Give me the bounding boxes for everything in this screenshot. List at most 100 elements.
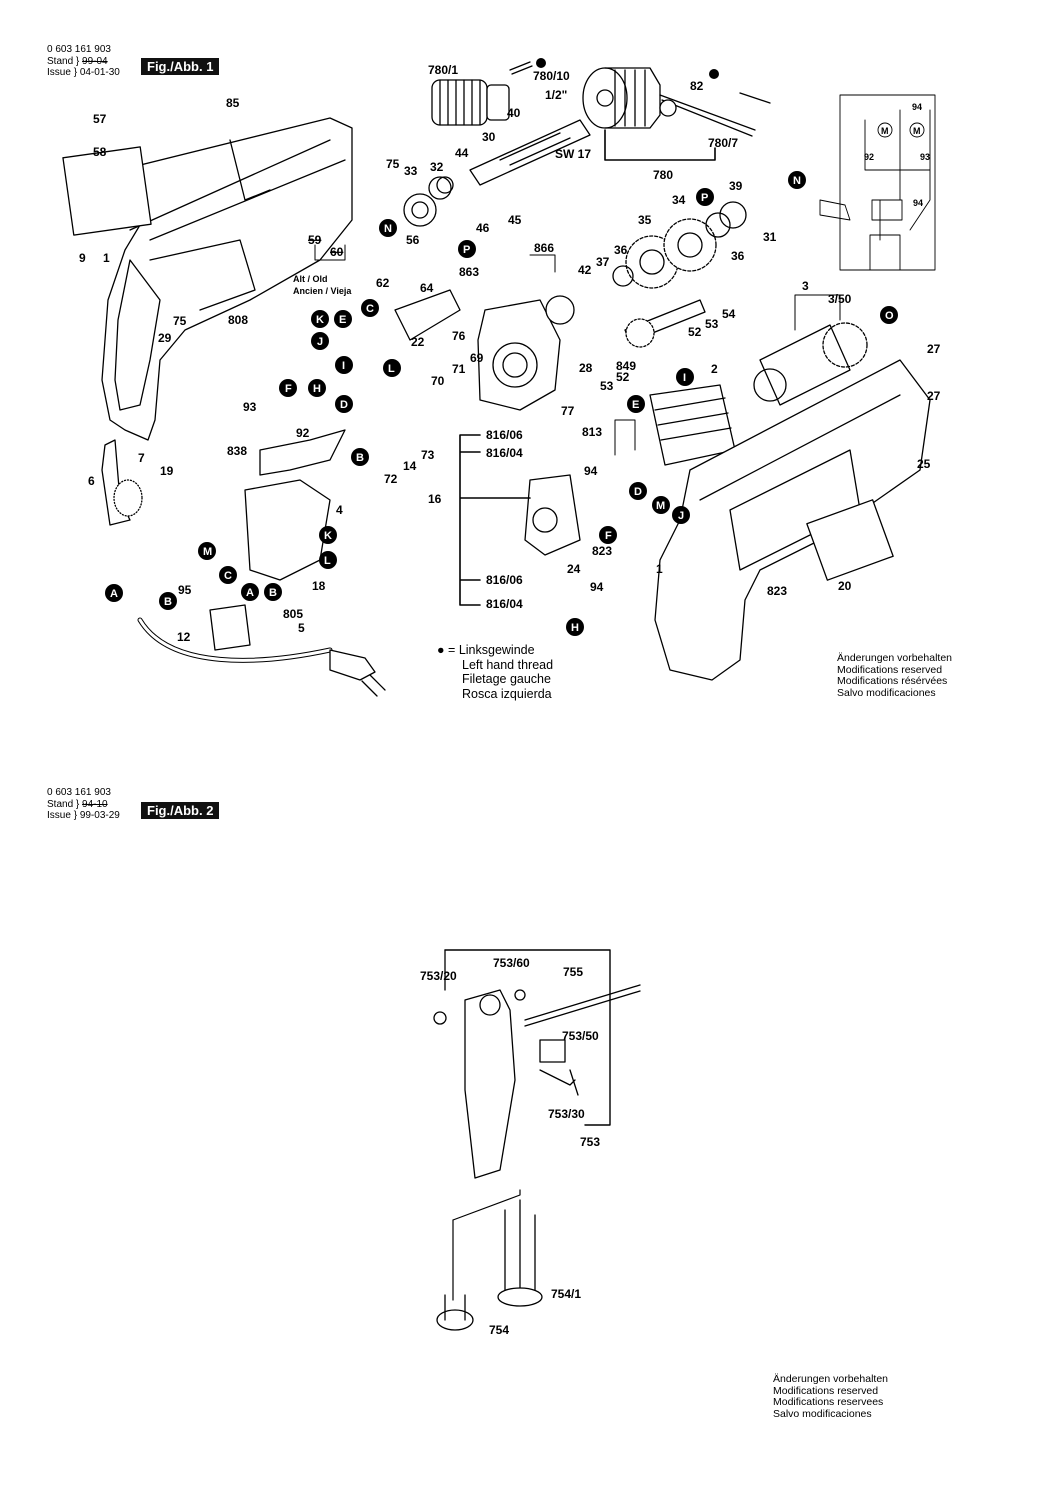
part-76: 76 <box>452 329 466 343</box>
callout-J-2: J <box>672 506 690 524</box>
issue-brace: } <box>73 67 78 78</box>
ring-39 <box>719 201 747 229</box>
callout-P-1: P <box>458 240 476 258</box>
trigger-838 <box>259 429 346 476</box>
svg-text:K: K <box>316 314 324 326</box>
part-94: 94 <box>584 464 598 478</box>
electronic-module-22 <box>394 289 461 341</box>
stand2-label: Stand <box>47 799 74 810</box>
housing-right-shell <box>654 359 931 681</box>
stand2-value: 94-10 <box>82 799 108 810</box>
side-handle-753 <box>433 949 641 1179</box>
callout-B-2: B <box>264 583 282 601</box>
part-753-50: 753/50 <box>562 1029 599 1043</box>
label-plate-9 <box>62 146 152 236</box>
part-849: 849 <box>616 359 636 373</box>
legend-line-1: ● = Linksgewinde <box>437 643 553 658</box>
chuck-screw-780-10 <box>509 61 533 75</box>
part-863: 863 <box>459 265 479 279</box>
part-93: 93 <box>243 400 257 414</box>
callout-D-1: E <box>334 310 352 328</box>
wiring-motor-1: M <box>881 126 889 136</box>
switch-4 <box>244 479 331 581</box>
header-stand: Stand } 99-04 <box>47 56 108 67</box>
auxiliary-handle-6 <box>101 439 131 526</box>
part-35: 35 <box>638 213 652 227</box>
svg-text:E: E <box>339 314 346 326</box>
reserved2-en: Modifications reserved <box>773 1384 879 1397</box>
part-20: 20 <box>838 579 852 593</box>
svg-text:N: N <box>793 175 801 187</box>
header-issue: Issue } 04-01-30 <box>47 67 120 78</box>
wiring-92: 92 <box>864 152 874 162</box>
housing-left-handle-inner <box>114 259 161 411</box>
svg-text:I: I <box>342 360 345 372</box>
part-753: 753 <box>580 1135 600 1149</box>
svg-text:B: B <box>269 587 277 599</box>
svg-text:B: B <box>164 596 172 608</box>
part-52b: 52 <box>688 325 702 339</box>
part-45: 45 <box>508 213 522 227</box>
part-33: 33 <box>404 164 418 178</box>
part-805: 805 <box>283 607 303 621</box>
part-816-06: 816/06 <box>486 428 523 442</box>
ring-36b <box>612 265 634 287</box>
part-59: 59 <box>308 233 322 247</box>
svg-text:D: D <box>340 399 348 411</box>
figure-2-label: Fig./Abb. 2 <box>141 802 220 819</box>
part-54: 54 <box>722 307 736 321</box>
callout-E-2: D <box>629 482 647 500</box>
brush-holder-16 <box>524 474 581 556</box>
leader-813 <box>614 419 636 456</box>
reserved1-es: Salvo modificaciones <box>837 686 936 699</box>
wiring-94-side: 94 <box>913 198 923 208</box>
stand-brace: } <box>75 56 80 67</box>
part-46: 46 <box>476 221 490 235</box>
stator-813 <box>649 384 736 466</box>
part-57: 57 <box>93 112 107 126</box>
part-838: 838 <box>227 444 247 458</box>
chuck-780 <box>582 67 661 129</box>
legend-text-1: = Linksgewinde <box>448 643 535 657</box>
callout-M-1: M <box>198 542 216 560</box>
alt-old-label-2: Ancien / Vieja <box>293 286 352 296</box>
part-27b: 27 <box>927 389 941 403</box>
armature-3 <box>753 322 868 406</box>
svg-text:I: I <box>683 372 686 384</box>
reserved2-de: Änderungen vorbehalten <box>773 1373 889 1385</box>
modifications-reserved-2: Änderungen vorbehalten Modifications res… <box>773 1373 889 1420</box>
left-thread-dot-1 <box>536 58 546 68</box>
reserved1-en: Modifications reserved <box>837 663 943 676</box>
callout-I-2: I <box>676 368 694 386</box>
left-thread-dot-2 <box>709 69 719 79</box>
header2-stand: Stand } 94-10 <box>47 799 108 810</box>
callout-O-2: N <box>788 171 806 189</box>
label-plate-20 <box>806 499 894 581</box>
part-71: 71 <box>452 362 466 376</box>
part-58: 58 <box>93 145 107 159</box>
svg-text:L: L <box>388 363 395 375</box>
part-92: 92 <box>296 426 310 440</box>
svg-text:J: J <box>317 336 323 348</box>
issue2-value: 99-03-29 <box>79 810 120 821</box>
part-56: 56 <box>406 233 420 247</box>
part-77: 77 <box>561 404 575 418</box>
part-32: 32 <box>430 160 444 174</box>
gear-34 <box>663 218 717 272</box>
leader-59-60 <box>314 244 346 261</box>
header-doc-number: 0 603 161 903 <box>47 44 111 55</box>
part-64: 64 <box>420 281 434 295</box>
svg-text:E: E <box>632 399 639 411</box>
wiring-94-top: 94 <box>912 102 922 112</box>
part-39: 39 <box>729 179 743 193</box>
part-36: 36 <box>614 243 628 257</box>
half-inch-label: 1/2" <box>545 88 567 102</box>
spring-32 <box>428 176 452 200</box>
part-44: 44 <box>455 146 469 160</box>
part-53: 53 <box>600 379 614 393</box>
callout-C-1: C <box>361 299 379 317</box>
part-3-50: 3/50 <box>828 292 852 306</box>
sw17-label: SW 17 <box>555 147 591 161</box>
svg-text:K: K <box>324 530 332 542</box>
